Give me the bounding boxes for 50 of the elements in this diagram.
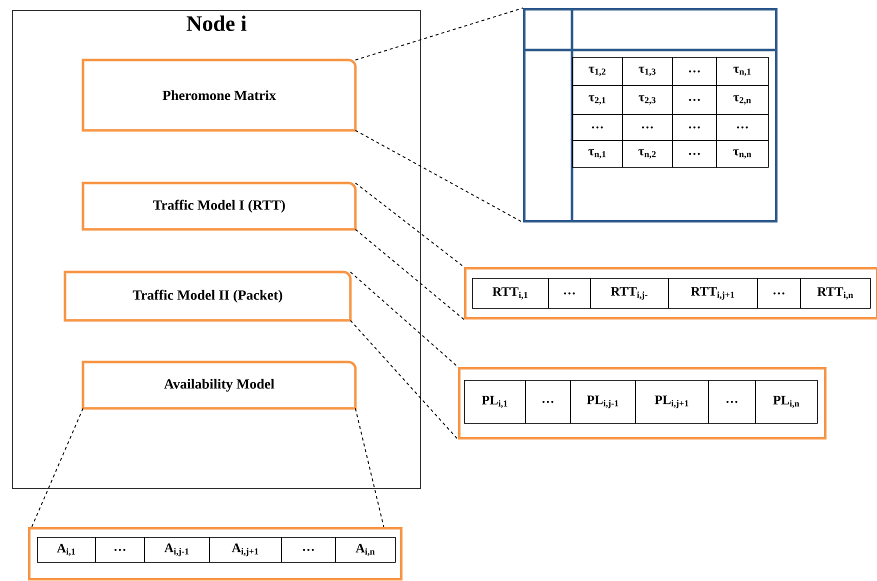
- table-cell: PL$_{i,j+1}$: [635, 380, 709, 424]
- table-cell: A$_{i,1}$: [37, 537, 96, 563]
- connector-line: [354, 228, 464, 320]
- table-cell: A$_{i,j-1}$: [144, 537, 210, 563]
- array-box: [28, 527, 402, 580]
- table-cell: τ$_{n,1}$: [716, 57, 769, 86]
- table-cell: τ$_{n,n}$: [716, 140, 769, 168]
- table-cell: …: [525, 380, 571, 424]
- table-cell: A$_{i,j+1}$: [209, 537, 282, 563]
- table-cell: …: [757, 278, 801, 309]
- table-cell: …: [708, 380, 756, 424]
- module-box: Traffic Model II (Packet): [64, 270, 352, 322]
- table-cell: …: [672, 85, 717, 115]
- module-box: Traffic Model I (RTT): [82, 182, 357, 231]
- table-cell: τ$_{2,3}$: [622, 85, 673, 115]
- array-box: [458, 367, 826, 440]
- table-cell: RTT$_{i,j-}$: [590, 278, 669, 309]
- table-cell: …: [281, 537, 336, 563]
- table-cell: τ$_{2,1}$: [572, 85, 623, 115]
- table-cell: τ$_{n,1}$: [572, 140, 623, 168]
- table-cell: τ$_{2,n}$: [716, 85, 769, 115]
- table-cell: …: [672, 114, 717, 141]
- table-cell: …: [716, 114, 769, 141]
- table-cell: …: [548, 278, 591, 309]
- table-cell: RTT$_{i,n}$: [800, 278, 871, 309]
- table-cell: …: [672, 57, 717, 86]
- connector-line: [354, 130, 524, 223]
- array-box: [464, 267, 877, 320]
- connector-line: [31, 408, 84, 528]
- table-cell: …: [95, 537, 145, 563]
- module-box: Pheromone Matrix: [82, 58, 357, 132]
- connector-line: [350, 320, 458, 440]
- connector-line: [354, 182, 464, 268]
- table-cell: τ$_{1,2}$: [572, 57, 623, 86]
- connector-line: [350, 272, 458, 368]
- table-cell: A$_{i,n}$: [335, 537, 396, 563]
- table-cell: …: [672, 140, 717, 168]
- matrix-box: [522, 6, 778, 222]
- table-cell: PL$_{i,1}$: [464, 380, 526, 424]
- module-box: Availability Model: [82, 360, 357, 410]
- table-cell: PL$_{i,j-1}$: [570, 380, 636, 424]
- table-cell: τ$_{n,2}$: [622, 140, 673, 168]
- connector-line: [354, 408, 384, 528]
- connector-line: [354, 8, 524, 60]
- table-cell: PL$_{i,n}$: [755, 380, 818, 424]
- table-cell: RTT$_{i,1}$: [472, 278, 549, 309]
- table-cell: τ$_{1,3}$: [622, 57, 673, 86]
- table-cell: …: [622, 114, 673, 141]
- table-cell: …: [572, 114, 623, 141]
- table-cell: RTT$_{i,j+1}$: [668, 278, 758, 309]
